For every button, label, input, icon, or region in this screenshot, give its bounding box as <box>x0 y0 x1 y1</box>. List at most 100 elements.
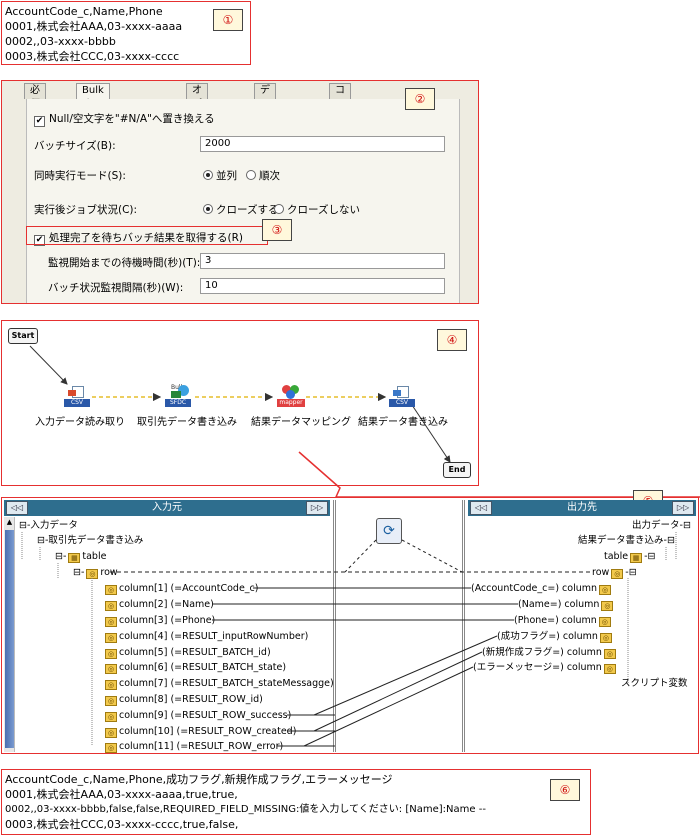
after-keep-label: クローズしない <box>287 204 360 216</box>
csv-line: 0003,株式会社CCC,03-xxxx-cccc <box>5 50 180 63</box>
scroll-up-icon[interactable]: ▲ <box>6 518 13 526</box>
column-label: column[3] (=Phone) <box>119 615 216 626</box>
column-icon: ◎ <box>599 585 612 595</box>
scroll-thumb[interactable] <box>5 530 14 748</box>
tree-output-data[interactable]: 出力データ‑⊟ <box>632 520 691 531</box>
output-csv-text: AccountCode_c,Name,Phone,成功フラグ,新規作成フラグ,エ… <box>5 772 486 832</box>
column-label: (AccountCode_c=) column <box>471 583 598 594</box>
node-label-result-write: 結果データ書き込み <box>358 417 448 428</box>
concurrency-serial-radio[interactable]: 順次 <box>246 168 280 183</box>
source-nav-right-button[interactable]: ▷▷ <box>306 501 328 515</box>
script-variable[interactable]: スクリプト変数 <box>621 677 688 690</box>
source-column[interactable]: ◎column[7] (=RESULT_BATCH_stateMessagge) <box>103 677 334 690</box>
tree-input-data[interactable]: ⊟‑入力データ <box>19 520 78 531</box>
source-title: 入力元 <box>152 502 182 513</box>
column-label: column[9] (=RESULT_ROW_success) <box>119 710 292 721</box>
end-node[interactable]: End <box>443 462 471 478</box>
csv-line: AccountCode_c,Name,Phone,成功フラグ,新規作成フラグ,エ… <box>5 773 393 786</box>
script-variable-label: スクリプト変数 <box>621 678 688 689</box>
source-column[interactable]: ◎column[9] (=RESULT_ROW_success) <box>103 709 291 722</box>
radio-unselected-icon[interactable] <box>274 204 284 214</box>
radio-unselected-icon[interactable] <box>246 170 256 180</box>
target-column[interactable]: (Phone=) column◎ <box>514 614 613 627</box>
badge-1: ① <box>213 9 243 31</box>
source-column[interactable]: ◎column[3] (=Phone) <box>103 614 215 627</box>
column-label: (Name=) column <box>518 599 600 610</box>
target-nav-right-button[interactable]: ▷▷ <box>672 501 694 515</box>
interval-input[interactable]: 10 <box>200 278 445 294</box>
map-line <box>313 651 483 732</box>
column-icon: ◎ <box>105 743 117 753</box>
wait-time-input[interactable]: 3 <box>200 253 445 269</box>
target-column[interactable]: (エラーメッセージ=) column◎ <box>473 661 618 674</box>
column-icon: ◎ <box>105 696 117 706</box>
source-column[interactable]: ◎column[1] (=AccountCode_c) <box>103 582 258 595</box>
csv-writer-icon[interactable]: CSV <box>389 386 415 408</box>
start-node[interactable]: Start <box>8 328 38 344</box>
table-icon: ▦ <box>68 553 81 563</box>
source-column[interactable]: ◎column[10] (=RESULT_ROW_created) <box>103 725 296 738</box>
icon-tag: CSV <box>64 399 90 407</box>
flow-diagram-box <box>1 320 479 486</box>
tree-label: row <box>592 567 610 578</box>
csv-line: 0003,株式会社CCC,03-xxxx-cccc,true,false, <box>5 818 239 831</box>
source-column[interactable]: ◎column[2] (=Name) <box>103 598 214 611</box>
csv-line: 0002,,03-xxxx-bbbb,false,false,REQUIRED_… <box>5 804 486 815</box>
column-icon: ◎ <box>105 585 117 595</box>
source-column[interactable]: ◎column[11] (=RESULT_ROW_error) <box>103 740 283 753</box>
column-icon: ◎ <box>598 617 611 627</box>
target-column[interactable]: (AccountCode_c=) column◎ <box>471 582 613 595</box>
sfdc-writer-icon[interactable]: Bulk SFDC <box>165 384 191 407</box>
wait-time-label: 監視開始までの待機時間(秒)(T): <box>48 257 201 269</box>
interval-label: バッチ状況監視間隔(秒)(W): <box>48 282 184 294</box>
column-icon: ◎ <box>105 712 117 722</box>
after-execution-label: 実行後ジョブ状況(C): <box>34 204 138 216</box>
column-icon: ◎ <box>105 664 117 674</box>
end-connector <box>411 404 451 463</box>
start-connector <box>29 345 68 385</box>
concurrency-label: 同時実行モード(S): <box>34 170 126 182</box>
wait-result-option[interactable]: ✔処理完了を待ちバッチ結果を取得する(R) <box>34 230 243 246</box>
table-icon: ▦ <box>630 553 643 563</box>
tree-label: row <box>100 567 118 578</box>
null-replace-option[interactable]: ✔ Null/空文字を"#N/A"へ置き換える <box>34 111 215 127</box>
after-close-radio[interactable]: クローズする <box>203 202 278 217</box>
mapping-function-icon[interactable]: ⟳ <box>376 518 402 544</box>
target-column[interactable]: (新規作成フラグ=) column◎ <box>482 646 618 659</box>
target-column[interactable]: (成功フラグ=) column◎ <box>497 630 614 643</box>
target-column[interactable]: (Name=) column◎ <box>518 598 615 611</box>
function-link-right <box>401 539 463 573</box>
tree-label: 結果データ書き込み <box>578 535 664 546</box>
radio-selected-icon[interactable] <box>203 170 213 180</box>
tree-account-write[interactable]: ⊟‑取引先データ書き込み <box>37 535 144 546</box>
source-scrollbar[interactable]: ▲ <box>4 517 15 752</box>
tree-label: 入力データ <box>30 520 78 531</box>
badge-4: ④ <box>437 329 467 351</box>
tree-label: table <box>82 551 107 562</box>
source-column[interactable]: ◎column[5] (=RESULT_BATCH_id) <box>103 646 271 659</box>
tree-label: 取引先データ書き込み <box>48 535 144 546</box>
null-replace-label: Null/空文字を"#N/A"へ置き換える <box>49 113 215 125</box>
tree-target-row[interactable]: row◎‑⊟ <box>592 567 637 579</box>
concurrency-parallel-radio[interactable]: 並列 <box>203 168 237 183</box>
source-column[interactable]: ◎column[6] (=RESULT_BATCH_state) <box>103 661 286 674</box>
tree-target-table[interactable]: table▦‑⊟ <box>604 551 656 563</box>
concurrency-serial-label: 順次 <box>259 170 280 182</box>
source-column[interactable]: ◎column[8] (=RESULT_ROW_id) <box>103 693 263 706</box>
target-nav-left-button[interactable]: ◁◁ <box>470 501 492 515</box>
checkbox-checked-icon[interactable]: ✔ <box>34 235 45 246</box>
mapper-icon[interactable]: mapper <box>277 384 305 407</box>
column-label: column[1] (=AccountCode_c) <box>119 583 259 594</box>
source-nav-left-button[interactable]: ◁◁ <box>6 501 28 515</box>
radio-selected-icon[interactable] <box>203 204 213 214</box>
batch-size-label: バッチサイズ(B): <box>34 140 116 152</box>
checkbox-checked-icon[interactable]: ✔ <box>34 116 45 127</box>
csv-reader-icon[interactable]: CSV <box>64 386 90 408</box>
tree-result-write[interactable]: 結果データ書き込み‑⊟ <box>578 535 675 546</box>
icon-tag: CSV <box>389 399 415 407</box>
source-column[interactable]: ◎column[4] (=RESULT_inputRowNumber) <box>103 630 308 643</box>
batch-size-input[interactable]: 2000 <box>200 136 445 152</box>
column-icon: ◎ <box>603 664 616 674</box>
after-keep-radio[interactable]: クローズしない <box>274 202 360 217</box>
tree-table[interactable]: ⊟‑▦table <box>55 551 107 563</box>
